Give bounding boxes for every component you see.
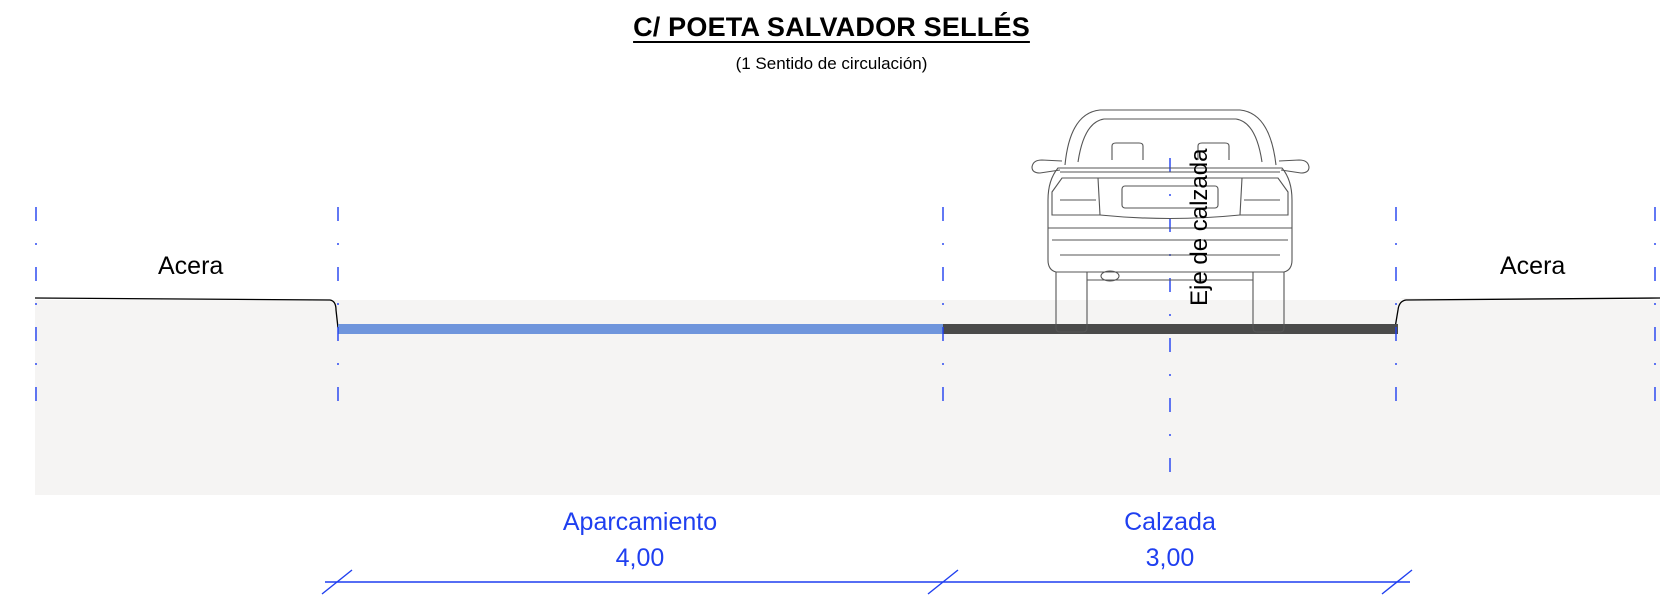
- sidewalk-right-label: Acera: [1500, 252, 1566, 280]
- dimension-parking-value: 4,00: [615, 544, 665, 572]
- roadway: [943, 324, 1398, 334]
- car-rear-view: [1031, 109, 1310, 333]
- sidewalk-right-edge: [1394, 297, 1661, 329]
- axis-lines: [35, 158, 1656, 472]
- sidewalk-left-edge: [34, 297, 339, 329]
- dimension-roadway-name: Calzada: [1124, 508, 1216, 536]
- dimension-parking-name: Aparcamiento: [562, 508, 718, 536]
- dimension-line: [321, 569, 1413, 595]
- traffic-direction-note: (1 Sentido de circulación): [735, 54, 928, 73]
- roadway-axis-label: Eje de calzada: [1186, 148, 1213, 306]
- dim-tick-middle: [927, 569, 959, 595]
- dim-tick-right: [1381, 569, 1413, 595]
- dimension-roadway-value: 3,00: [1145, 544, 1195, 572]
- page-title: C/ POETA SALVADOR SELLÉS: [0, 12, 1663, 43]
- street-name: C/ POETA SALVADOR SELLÉS: [633, 12, 1030, 42]
- dim-tick-left: [321, 569, 353, 595]
- parking-lane: [338, 324, 943, 334]
- sidewalk-left-label: Acera: [158, 252, 224, 280]
